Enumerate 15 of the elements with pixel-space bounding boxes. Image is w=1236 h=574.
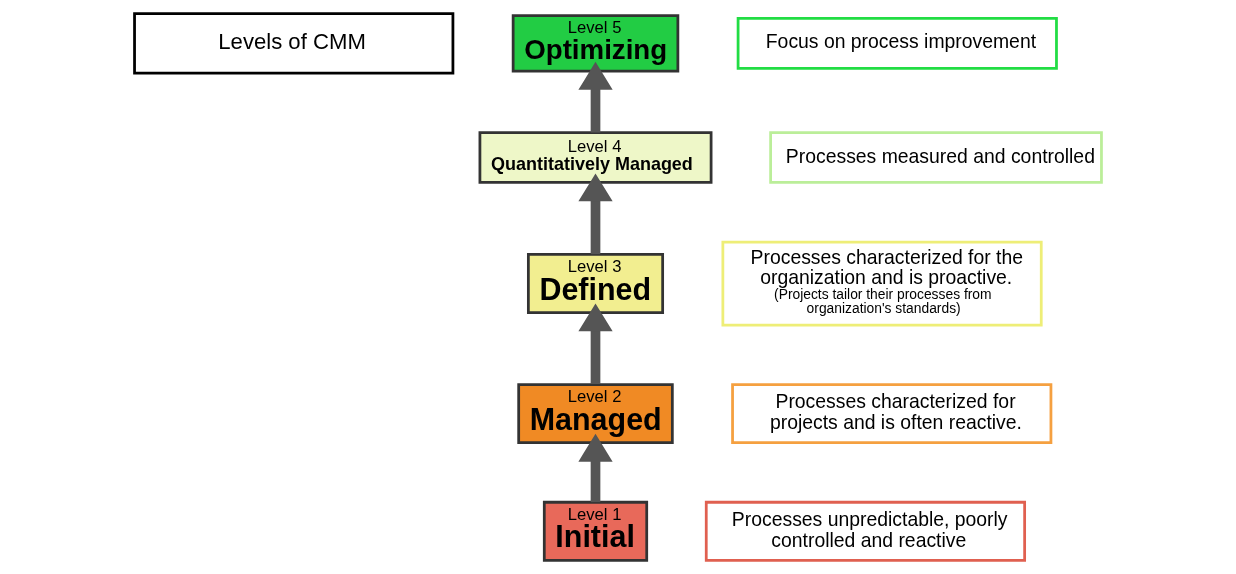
- arrow: [578, 303, 613, 384]
- arrow: [578, 173, 613, 255]
- node-box: Processes measured and controlled: [769, 131, 1103, 184]
- node-box: Processes unpredictable, poorly controlled and reactive: [704, 500, 1026, 562]
- arrow: [578, 433, 613, 503]
- node-box: Levels of CMM: [133, 12, 455, 75]
- node-box: Level 5 Optimizing: [511, 14, 680, 73]
- node-box: Level 1 Initial: [542, 500, 649, 562]
- node-box: Focus on process improvement: [736, 17, 1058, 70]
- node-box: Level 2 Managed: [517, 383, 674, 445]
- node-box: Level 3 Defined: [527, 253, 665, 314]
- arrow: [578, 61, 613, 133]
- node-box: Processes characterized for projects and is often reactive.: [731, 383, 1053, 445]
- node-box: Processes characterized for the organization and is proactive. (Projects tailor their processes from organization's standards): [721, 240, 1043, 327]
- node-box: Level 4 Quantitatively Managed: [478, 131, 713, 184]
